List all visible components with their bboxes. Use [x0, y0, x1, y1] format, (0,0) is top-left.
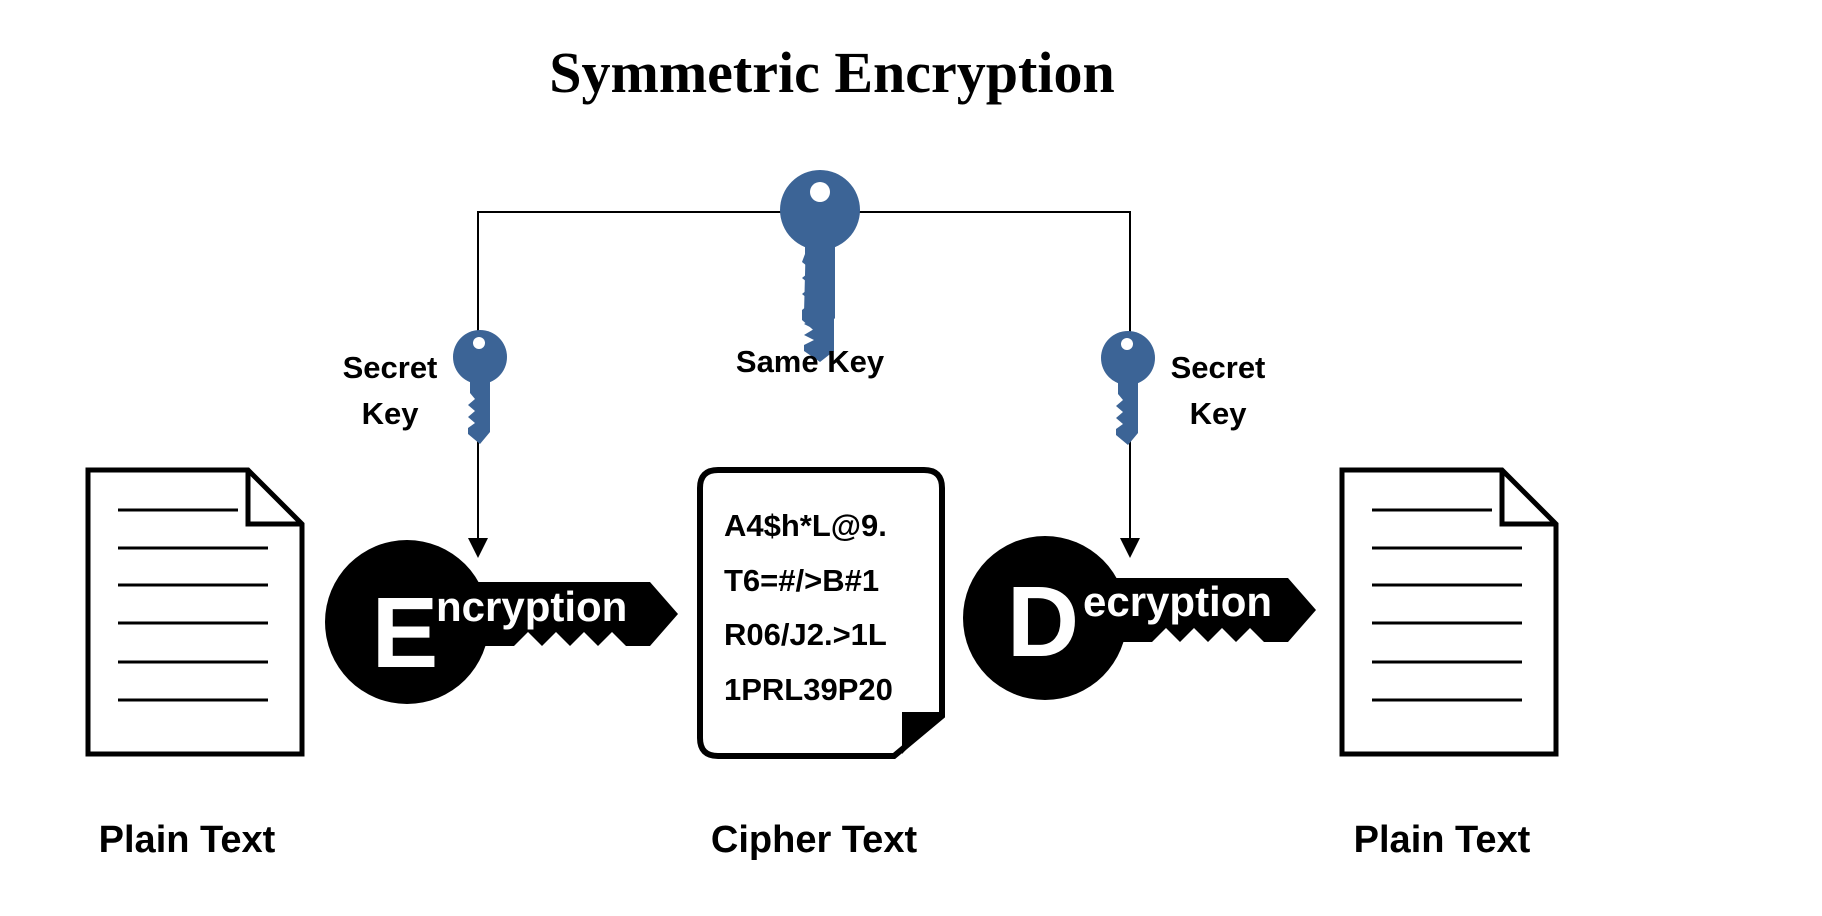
encryption-key-icon: E ncryption [325, 540, 678, 704]
same-key-shank [802, 220, 835, 336]
encryption-label: ncryption [436, 583, 627, 630]
left-secret-key-icon [453, 330, 507, 444]
left-secret-key-label-line2: Key [362, 396, 420, 431]
decryption-key-icon: D ecryption [963, 536, 1316, 700]
encryption-initial: E [372, 577, 439, 689]
cipher-line-2: T6=#/>B#1 [724, 563, 879, 598]
left-plain-text-caption: Plain Text [99, 819, 276, 861]
right-secret-key-icon [1101, 331, 1155, 445]
left-document-icon [85, 467, 305, 757]
right-secret-key-label-line1: Secret [1171, 350, 1266, 385]
cipher-line-4: 1PRL39P20 [724, 672, 893, 707]
left-secret-key-label-line1: Secret [343, 350, 438, 385]
cipher-line-1: A4$h*L@9. [724, 508, 887, 543]
decryption-label: ecryption [1083, 578, 1272, 625]
arrow-head-right [1120, 538, 1140, 558]
cipher-document-icon: A4$h*L@9. T6=#/>B#1 R06/J2.>1L 1PRL39P20 [697, 467, 945, 759]
cipher-line-3: R06/J2.>1L [724, 617, 887, 652]
cipher-text-caption: Cipher Text [711, 819, 918, 861]
right-secret-key-label-line2: Key [1190, 396, 1248, 431]
right-plain-text-caption: Plain Text [1354, 819, 1531, 861]
decryption-initial: D [1007, 566, 1079, 678]
arrow-head-left [468, 538, 488, 558]
diagram-title: Symmetric Encryption [549, 40, 1114, 105]
right-document-icon [1339, 467, 1559, 757]
same-key-label: Same Key [736, 344, 885, 379]
